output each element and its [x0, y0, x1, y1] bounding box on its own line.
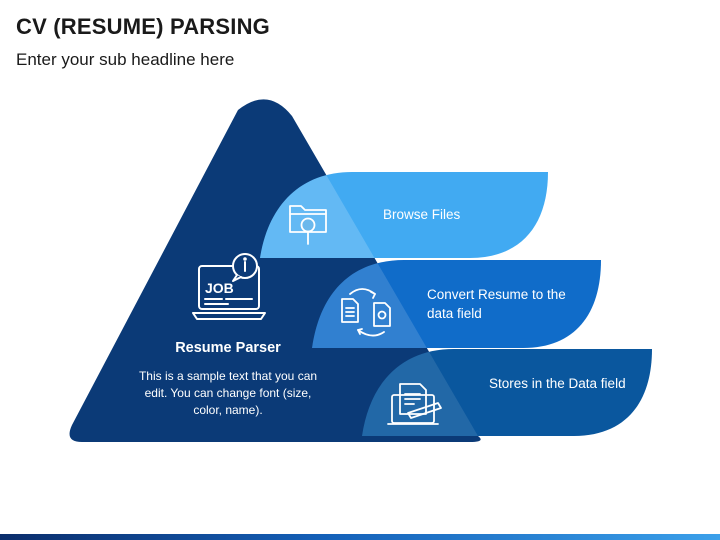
page-title: CV (RESUME) PARSING — [16, 14, 270, 39]
step-label-convert-resume: Convert Resume to the data field — [427, 287, 566, 321]
step-label-store-data: Stores in the Data field — [489, 376, 626, 391]
job-icon-text: JOB — [205, 280, 234, 296]
folder-search-icon — [289, 205, 327, 245]
document-store-icon — [387, 383, 442, 425]
document-convert-icon — [341, 288, 391, 337]
pyramid-triangle — [69, 99, 481, 442]
page-subtitle: Enter your sub headline here — [16, 50, 235, 69]
bottom-accent-bar — [0, 534, 720, 540]
center-title: Resume Parser — [175, 340, 281, 356]
step-shape-browse-files — [260, 172, 548, 258]
center-description: This is a sample text that you can edit.… — [138, 369, 318, 417]
step-label-browse-files: Browse Files — [383, 207, 461, 222]
job-icon: JOB — [192, 253, 266, 320]
